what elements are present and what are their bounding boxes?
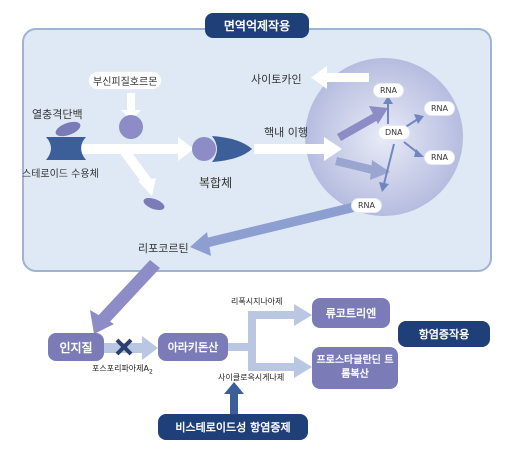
receptor-label: 스테로이드 수용체: [22, 169, 99, 180]
hsp-label: 열충격단백: [32, 108, 83, 121]
arachidonic-acid-box: 아라키돈산: [158, 333, 228, 361]
dna-node: DNA: [379, 126, 409, 139]
dna-to-rna-arrow-1: [337, 106, 388, 141]
anti-inflammatory-box: 항염증작용: [398, 321, 490, 347]
prostaglandin-box: 프로스타글란딘 트롬복산: [312, 347, 398, 389]
heat-shock-protein-top: [55, 121, 81, 137]
lipocortin-to-phospholipid-arrow: [90, 260, 160, 334]
pla2-text: 포스포리파아제A: [92, 364, 149, 373]
pla2-label: 포스포리파아제A2: [92, 363, 153, 376]
rna-node-right-top: RNA: [425, 102, 455, 115]
leukotriene-box: 류코트리엔: [312, 298, 390, 328]
complex-ligand: [192, 137, 216, 161]
pla2-subscript: 2: [149, 368, 153, 376]
lipocortin-arrow: [190, 202, 358, 256]
complex-receptor: [212, 136, 252, 162]
translocation-arrow: [254, 137, 342, 161]
nsaid-inhibit-arrow: [224, 382, 244, 414]
phospholipid-arrow: [104, 336, 158, 360]
cortisone-label: 부신피질호르몬: [89, 72, 162, 89]
translocation-label: 핵내 이행: [264, 126, 308, 139]
steroid-receptor-shape: [46, 137, 86, 160]
nsaid-box: 비스테로이드성 항염증제: [158, 414, 308, 440]
cyclooxygenase-label: 사이클로옥시게나제: [218, 373, 285, 382]
cytokine-arrow: [311, 66, 369, 89]
dna-to-rna-arrow-2: [335, 157, 390, 180]
heat-shock-protein-released: [143, 197, 165, 211]
dna-small-arrowheads: [379, 96, 424, 192]
complex-label: 복합체: [199, 176, 233, 190]
inhibition-x: [115, 338, 133, 356]
rna-node-right-bottom: RNA: [425, 151, 455, 164]
lipoxygenase-label: 리폭시지나아제: [231, 297, 283, 306]
main-horizontal-arrow: [82, 137, 194, 161]
rna-node-top: RNA: [374, 84, 404, 97]
phospholipid-box: 인지질: [48, 333, 104, 361]
branch-arrows: [228, 304, 312, 378]
page-title: 면역억제작용: [205, 13, 309, 38]
cortisone-molecule: [119, 115, 143, 139]
diagonal-down-arrow: [119, 146, 156, 196]
lipocortin-label: 리포코르틴: [138, 242, 189, 255]
cytokine-label: 사이토카인: [251, 73, 302, 86]
rna-node-bottom: RNA: [352, 199, 382, 212]
